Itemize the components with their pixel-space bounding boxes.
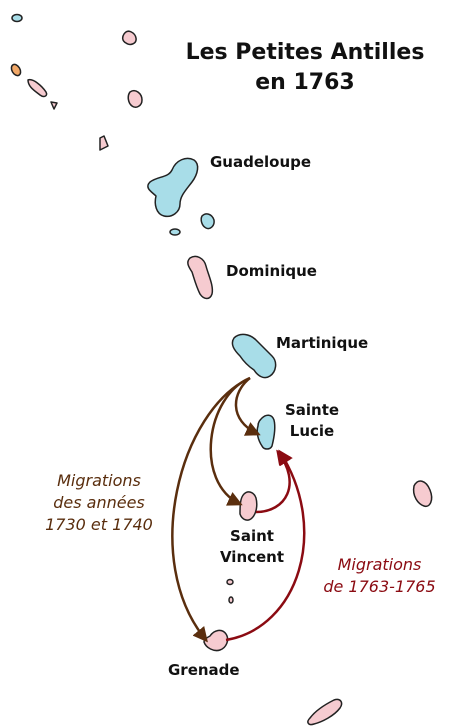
island-marie-galante (200, 213, 215, 230)
legend-early-migration: Migrations des années 1730 et 1740 (24, 470, 174, 536)
island-barbade (412, 480, 433, 508)
island-grenade (203, 629, 229, 652)
label-guadeloupe: Guadeloupe (210, 153, 312, 171)
legend-early-migration-line-2: des années (53, 493, 145, 512)
island-antigua (127, 89, 143, 108)
map-title-line-2: en 1763 (255, 70, 355, 95)
island-grenadine-2 (228, 596, 234, 604)
label-dominique: Dominique (226, 262, 317, 280)
label-sainte-lucie: Sainte Lucie (282, 400, 342, 442)
label-martinique: Martinique (276, 334, 369, 352)
map-title: Les Petites Antilles en 1763 (160, 38, 449, 98)
label-grenade: Grenade (168, 661, 240, 679)
label-saint-vincent: Saint Vincent (212, 526, 292, 568)
island-nevis (50, 101, 58, 110)
map-title-line-1: Les Petites Antilles (185, 40, 425, 65)
island-guadeloupe (147, 157, 199, 218)
island-saint-barthelemy (10, 63, 22, 77)
island-montserrat (99, 135, 109, 151)
island-sainte-lucie (256, 414, 276, 450)
migration-arrow-to-saint-vincent (209, 376, 251, 506)
legend-late-migration-line-1: Migrations (337, 555, 422, 574)
island-tobago (307, 698, 343, 726)
island-saint-martin (121, 30, 137, 46)
legend-late-migration: Migrations de 1763-1765 (312, 554, 447, 598)
label-sainte-lucie-line-1: Sainte (284, 401, 340, 419)
label-sainte-lucie-line-2: Lucie (289, 422, 335, 440)
island-grenadine-1 (226, 578, 234, 586)
migration-arrow-grenade-to-sainte-lucie (225, 449, 306, 642)
migration-arrow-to-sainte-lucie (234, 377, 261, 436)
island-martinique (231, 333, 277, 379)
legend-early-migration-line-3: 1730 et 1740 (45, 515, 153, 534)
legend-late-migration-line-2: de 1763-1765 (323, 577, 436, 596)
migration-arrow-to-grenade (171, 376, 251, 643)
island-les-saintes (169, 228, 181, 236)
island-saint-vincent (239, 491, 258, 521)
label-saint-vincent-line-2: Vincent (219, 548, 285, 566)
island-anguilla (11, 13, 23, 23)
label-saint-vincent-line-1: Saint (230, 527, 274, 545)
legend-early-migration-line-1: Migrations (57, 471, 141, 490)
island-dominique (187, 255, 214, 300)
island-saint-kitts (27, 78, 48, 98)
